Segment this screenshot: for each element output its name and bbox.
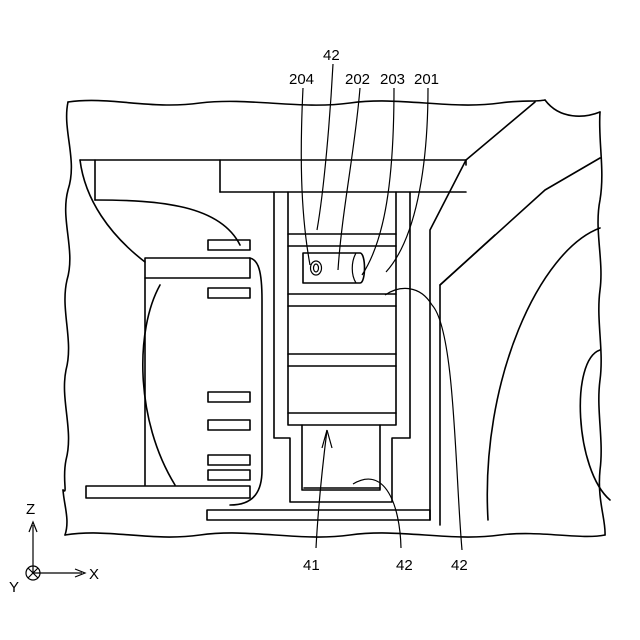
label-42-top: 42 — [323, 47, 340, 64]
label-203: 203 — [380, 71, 405, 88]
label-202: 202 — [345, 71, 370, 88]
label-41: 41 — [303, 557, 320, 574]
coordinate-axes: Z Y X — [9, 501, 99, 596]
leader-lines — [301, 64, 462, 550]
component-202 — [303, 253, 365, 283]
reference-labels: 42 204 202 203 201 41 42 42 — [289, 47, 468, 574]
hole-204 — [311, 261, 322, 275]
label-42-bottom-a: 42 — [396, 557, 413, 574]
center-guide — [274, 192, 410, 502]
top-rail — [80, 160, 466, 262]
axis-x-label: X — [89, 566, 99, 583]
label-42-bottom-b: 42 — [451, 557, 468, 574]
label-201: 201 — [414, 71, 439, 88]
axis-y-label: Y — [9, 579, 19, 596]
axis-z-label: Z — [26, 501, 35, 518]
left-body — [86, 240, 430, 520]
label-204: 204 — [289, 71, 314, 88]
